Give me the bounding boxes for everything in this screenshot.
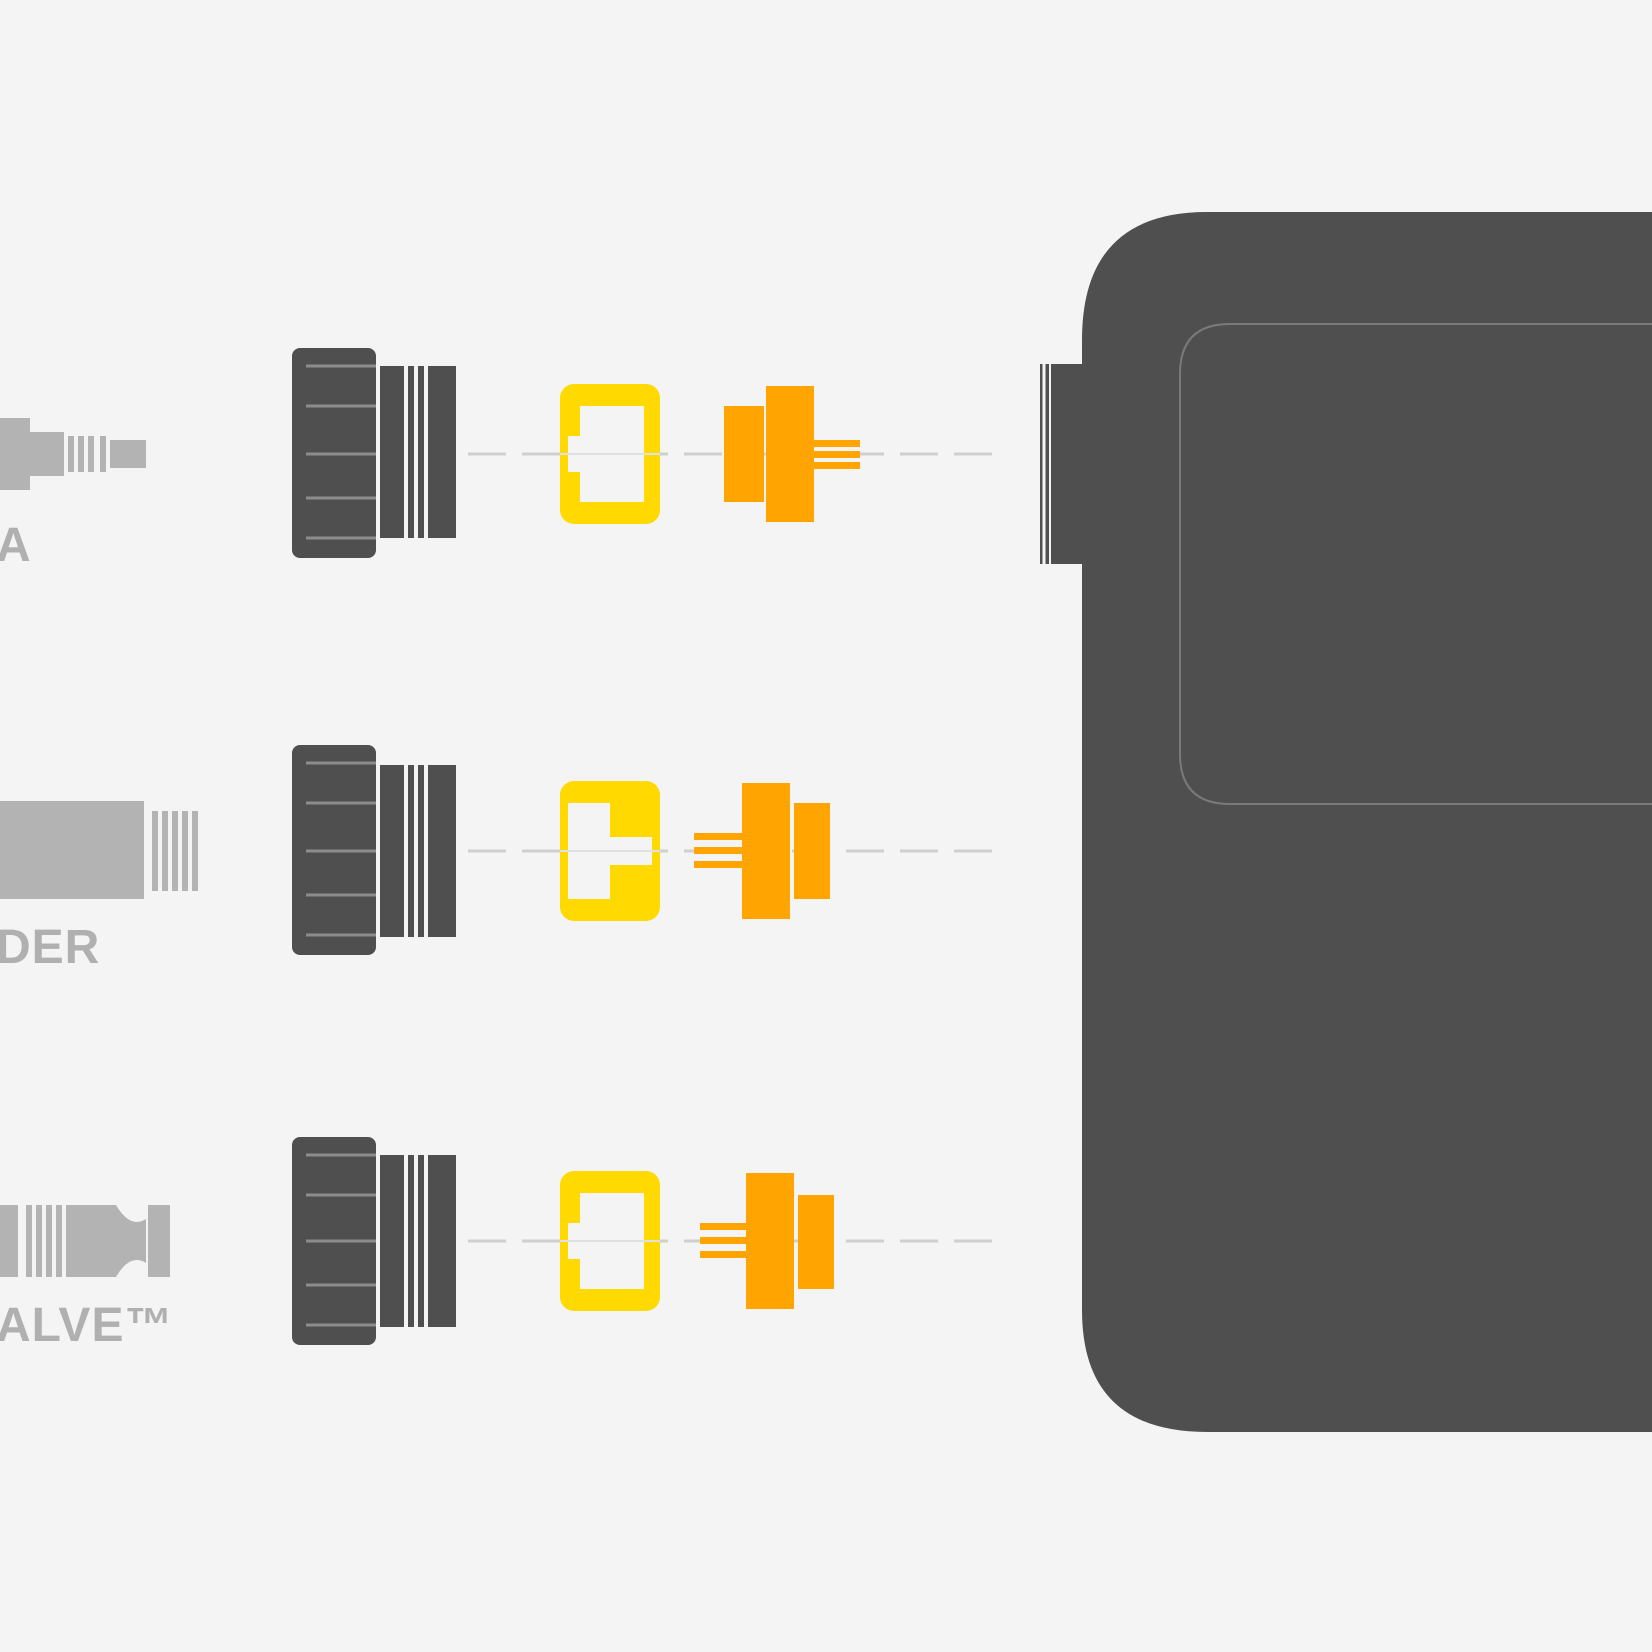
device-housing: [1082, 212, 1652, 1432]
row-1-label: A: [0, 519, 32, 572]
device-body: [1082, 212, 1652, 1432]
row-2-adapter-nut: [292, 745, 456, 955]
row-3-orange-seal: [700, 1173, 834, 1309]
row-2-orange-seal: [694, 783, 830, 919]
row-2-label: DER: [0, 921, 101, 974]
device-screen-outline: [1179, 323, 1652, 805]
row-1-adapter-nut: [292, 348, 456, 558]
row-2-yellow-coupler: [560, 781, 660, 921]
row-3-yellow-coupler: [560, 1171, 660, 1311]
row-2-assembly: [0, 745, 1000, 955]
valve-fitting-icon: [0, 1205, 170, 1277]
row-1-assembly: [0, 348, 1000, 558]
threaded-fitting-icon: [0, 418, 146, 490]
row-3-adapter-nut: [292, 1137, 456, 1345]
device-input-port: [1040, 364, 1082, 564]
port-body: [1058, 364, 1082, 564]
cylinder-fitting-icon: [0, 801, 198, 899]
row-1-yellow-coupler: [560, 384, 660, 524]
row-3-label: ALVE™: [0, 1299, 174, 1352]
row-1-orange-seal: [724, 386, 860, 522]
row-3-assembly: [0, 1137, 1000, 1345]
